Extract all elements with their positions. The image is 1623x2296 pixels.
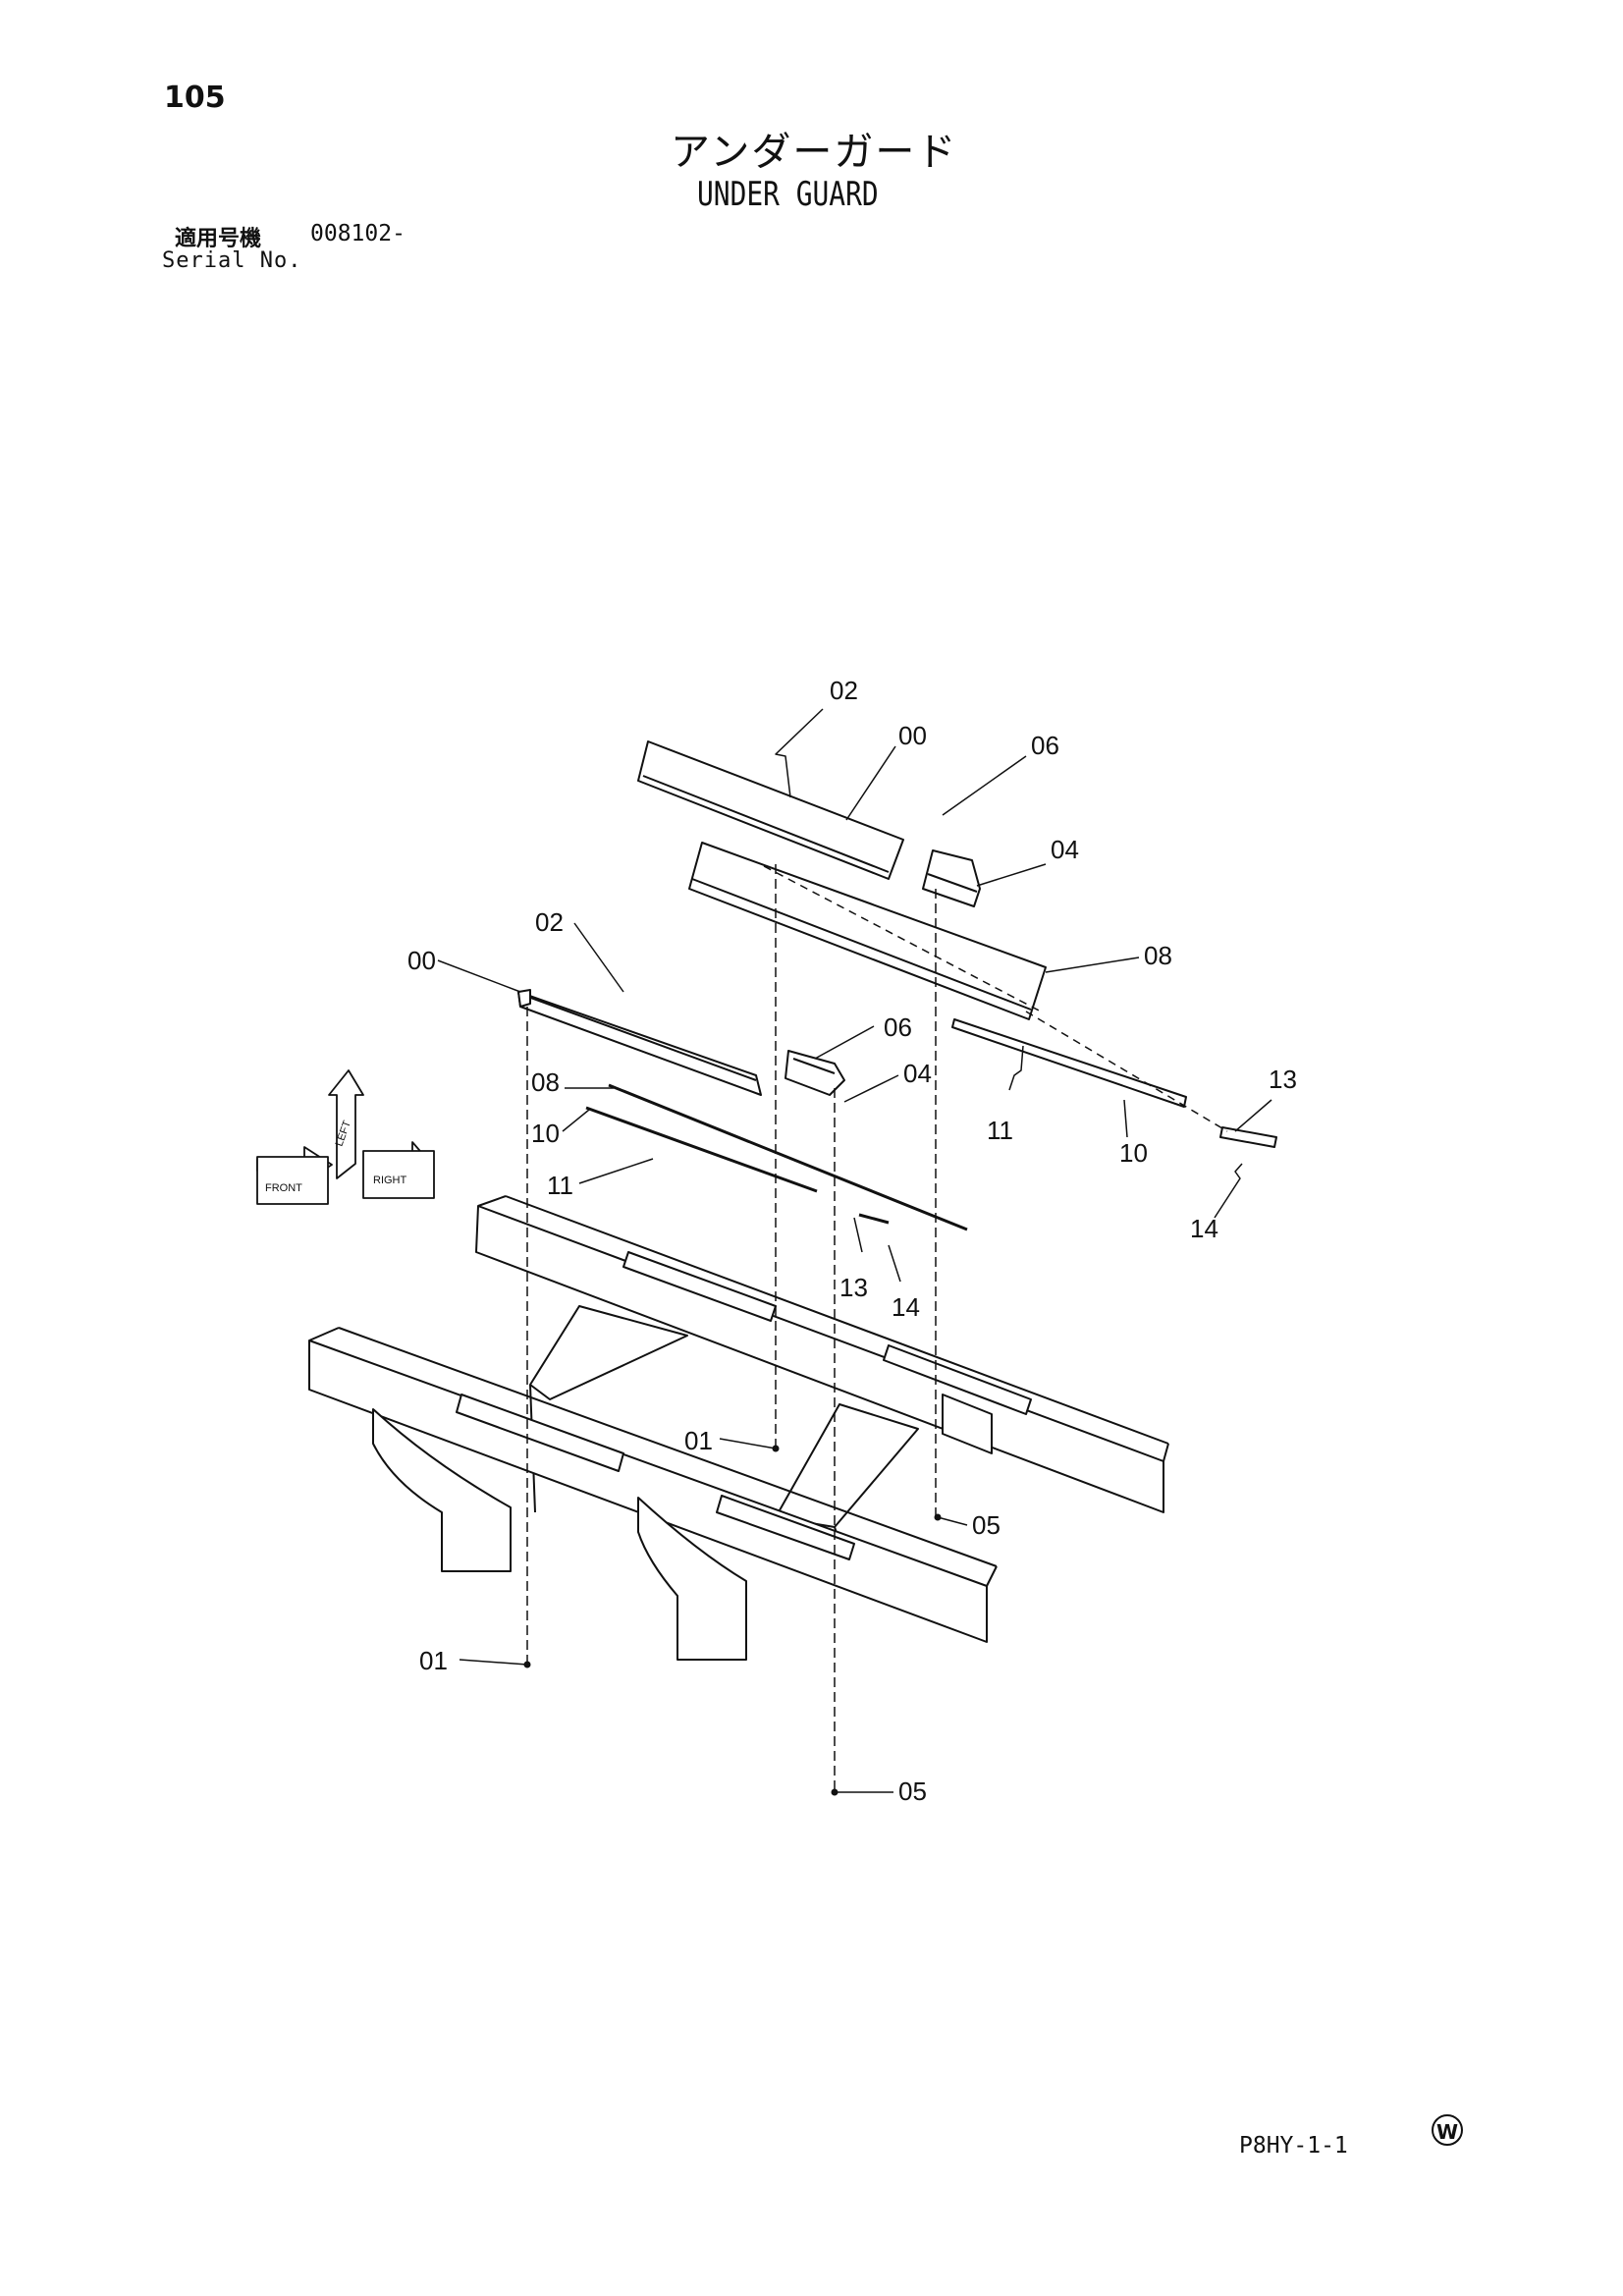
callout-05-right: 05 xyxy=(972,1510,1001,1540)
callout-14-right: 14 xyxy=(1190,1214,1218,1243)
callout-14-mid: 14 xyxy=(892,1292,920,1322)
callout-04-mid: 04 xyxy=(903,1059,932,1088)
left-guard-00 xyxy=(517,989,762,1096)
callout-00-left: 00 xyxy=(407,946,436,975)
callout-leader-lines xyxy=(437,708,1272,1793)
callout-00-top: 00 xyxy=(898,721,927,750)
callout-11-right: 11 xyxy=(987,1116,1013,1145)
callout-08-left: 08 xyxy=(531,1067,560,1097)
callout-01-bottom: 01 xyxy=(419,1646,448,1675)
callout-05-bottom: 05 xyxy=(898,1777,927,1806)
callout-13-mid: 13 xyxy=(839,1273,868,1302)
callout-02-top: 02 xyxy=(830,676,858,705)
page-number: 105 xyxy=(164,81,226,115)
callout-04-top: 04 xyxy=(1051,835,1079,864)
guide-line xyxy=(1025,1011,1228,1132)
callout-02-left: 02 xyxy=(535,907,564,937)
circled-w-mark: W xyxy=(1432,2114,1463,2146)
orientation-label-right: RIGHT xyxy=(373,1175,407,1186)
small-bar-13-right xyxy=(1219,1126,1277,1148)
assembly-guide-lines xyxy=(526,864,937,1792)
page-title-japanese: アンダーガード xyxy=(671,130,958,175)
drawing-code: P8HY-1-1 xyxy=(1239,2133,1348,2159)
center-cover-04 xyxy=(784,1050,845,1096)
leader-dots xyxy=(523,1445,942,1796)
serial-label-japanese: 適用号機 xyxy=(175,227,262,251)
callout-11-left: 11 xyxy=(547,1171,573,1200)
callout-06-top: 06 xyxy=(1031,731,1059,760)
callout-01-center: 01 xyxy=(684,1426,713,1455)
page-title-english: UNDER GUARD xyxy=(697,175,879,214)
callout-13-right: 13 xyxy=(1269,1065,1297,1094)
callout-10-left: 10 xyxy=(531,1119,560,1148)
orientation-marker: FRONT LEFT RIGHT xyxy=(256,1069,435,1205)
serial-number-value: 008102- xyxy=(310,221,406,246)
orientation-label-front: FRONT xyxy=(265,1182,302,1194)
callout-06-mid: 06 xyxy=(884,1012,912,1042)
bar-10-right xyxy=(951,1018,1187,1108)
small-cover-04-top xyxy=(922,849,981,907)
lower-guard-plate-08 xyxy=(688,842,1047,1020)
upper-guard-plate-00 xyxy=(637,740,904,880)
machine-frame xyxy=(308,1195,1169,1661)
long-bar-08-10-11 xyxy=(585,1083,968,1231)
callout-08-right: 08 xyxy=(1144,941,1172,970)
callout-10-right: 10 xyxy=(1119,1138,1148,1168)
serial-label-english: Serial No. xyxy=(162,248,302,273)
